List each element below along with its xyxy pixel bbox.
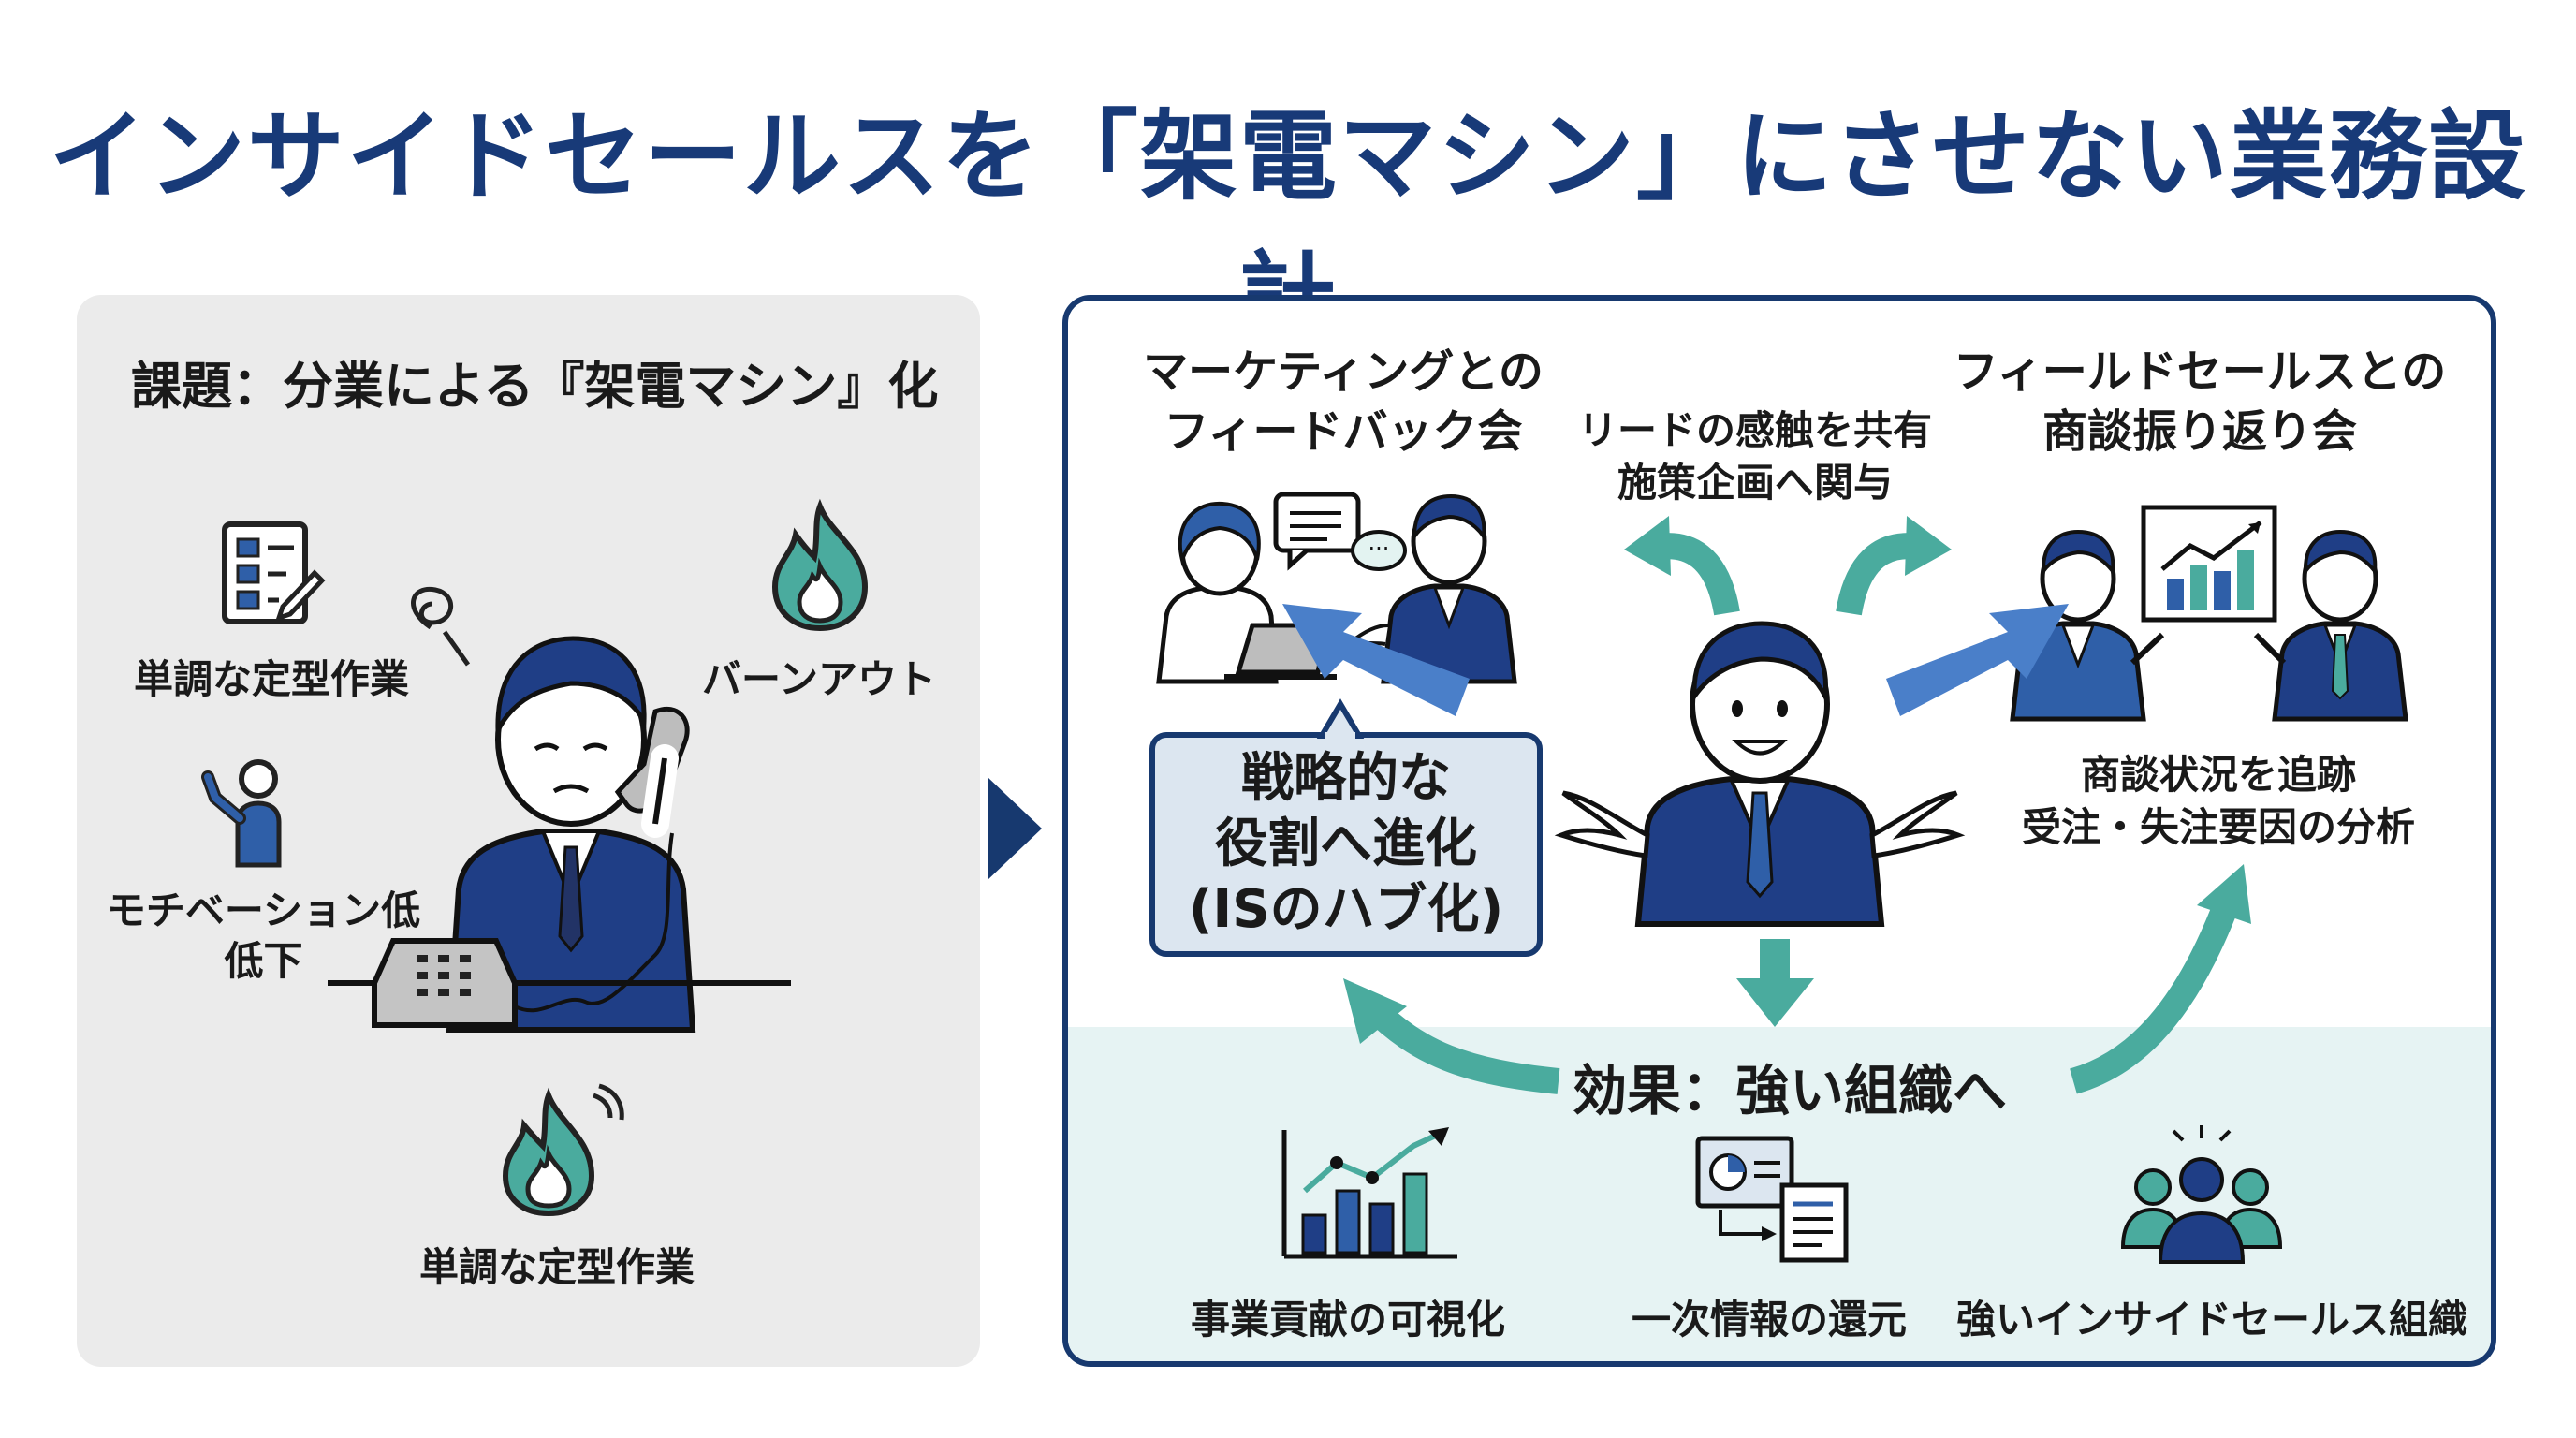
marketing-meeting-label: マーケティングとの フィードバック会 [1143, 345, 1544, 458]
arrow-share-right-icon [1836, 516, 1952, 616]
callout-text: 戦略的な 役割へ進化 (ISのハブ化) [1188, 748, 1504, 940]
arrow-to-analysis-icon [2069, 864, 2251, 1094]
field-sales-meeting-label: フィールドセールスとの 商談振り返り会 [1953, 345, 2447, 458]
page-title: インサイドセールスを「架電マシン」にさせない業務設計 [49, 99, 2527, 355]
analysis-text: 商談状況を追跡 受注・失注要因の分析 [2021, 752, 2415, 850]
effect-visibility-label: 事業貢献の可視化 [1190, 1297, 1505, 1343]
strategic-role-callout: 戦略的な 役割へ進化 (ISのハブ化) [1149, 732, 1543, 957]
flame-icon [502, 1083, 624, 1217]
problem-heading: 課題：分業による『架電マシン』化 [131, 357, 939, 416]
arrow-share-left-icon [1624, 516, 1740, 616]
transition-arrow-icon [988, 777, 1042, 880]
arrow-to-field-sales-icon [1886, 604, 2069, 716]
arrow-down-icon [1736, 939, 1814, 1027]
svg-text:···: ··· [1368, 536, 1390, 562]
growth-chart-icon [1281, 1127, 1457, 1259]
flame-icon [771, 498, 869, 632]
effect-strong-team-label: 強いインサイドセールス組織 [1956, 1297, 2468, 1343]
callout-pointer [1316, 698, 1365, 740]
arrow-to-callout-icon [1343, 978, 1560, 1094]
item-low-motivation: モチベーション低 低下 [106, 888, 421, 984]
item-monotonous-work-2: 単調な定型作業 [418, 1244, 695, 1290]
person-raising-hand-icon [201, 759, 282, 868]
stressed-caller-illustration [328, 586, 791, 1033]
field-sales-meeting-illustration [2010, 505, 2408, 722]
team-icon [2120, 1125, 2283, 1264]
effect-firsthand-info-label: 一次情報の還元 [1631, 1297, 1907, 1343]
item-monotonous-work: 単調な定型作業 [133, 656, 409, 702]
checklist-icon [222, 521, 326, 624]
hub-arrows [1282, 516, 2251, 1094]
arrow-to-marketing-icon [1282, 604, 1470, 716]
central-hub-person-illustration [1554, 621, 1966, 927]
share-text: リードの感触を共有 施策企画へ関与 [1577, 407, 1932, 506]
effect-label: 効果：強い組織へ [1573, 1059, 2008, 1123]
report-transfer-icon [1695, 1136, 1849, 1263]
item-burnout: バーンアウト [702, 656, 936, 702]
